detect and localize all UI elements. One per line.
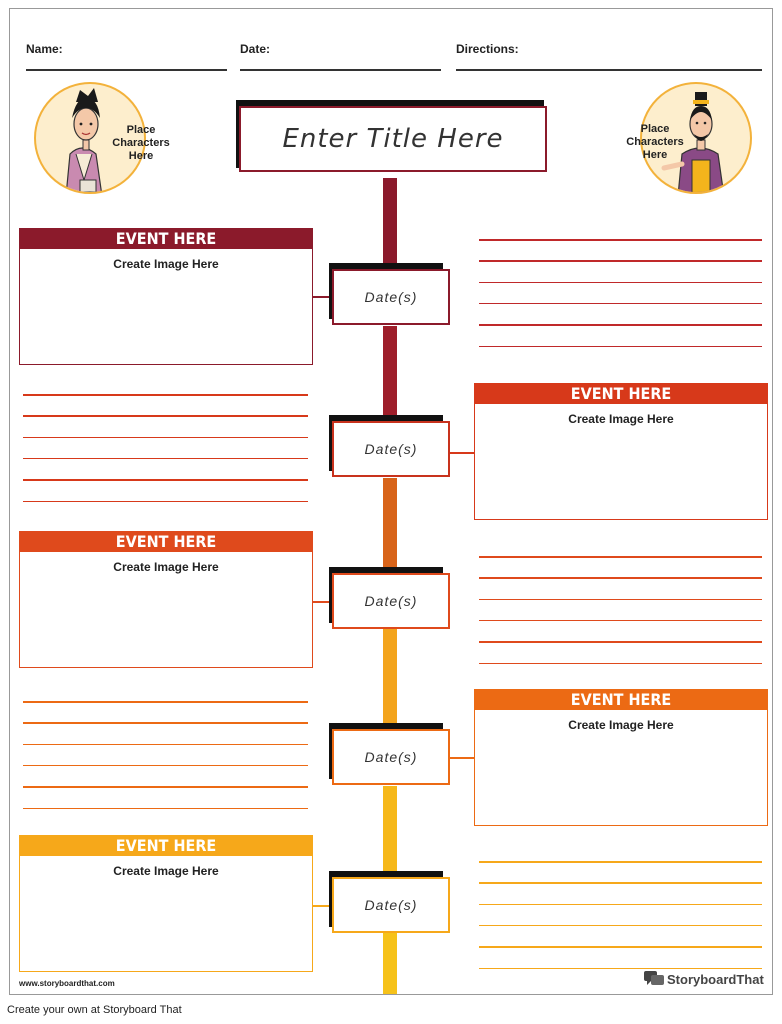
timeline-segment bbox=[383, 786, 397, 874]
event-heading: EVENT HERE bbox=[20, 532, 312, 552]
writing-line[interactable] bbox=[23, 722, 308, 724]
date-line[interactable] bbox=[240, 69, 441, 71]
title-box[interactable]: Enter Title Here bbox=[239, 106, 547, 172]
directions-label: Directions: bbox=[456, 42, 519, 56]
speech-bubble-icon bbox=[644, 971, 664, 985]
event-image-placeholder: Create Image Here bbox=[113, 257, 219, 271]
event-heading: EVENT HERE bbox=[475, 690, 767, 710]
writing-line[interactable] bbox=[23, 457, 308, 460]
event-box[interactable]: EVENT HERE Create Image Here bbox=[474, 383, 768, 520]
writing-line[interactable] bbox=[23, 764, 308, 767]
writing-line[interactable] bbox=[479, 324, 762, 326]
timeline-segment bbox=[383, 326, 397, 416]
date-box[interactable]: Date(s) bbox=[332, 421, 450, 477]
connector bbox=[450, 757, 474, 759]
writing-line[interactable] bbox=[479, 556, 762, 558]
writing-line[interactable] bbox=[23, 807, 308, 809]
credit-text: Create your own at Storyboard That bbox=[7, 1004, 182, 1016]
directions-line[interactable] bbox=[456, 69, 762, 71]
connector bbox=[313, 905, 330, 907]
timeline-segment bbox=[383, 628, 397, 726]
date-box[interactable]: Date(s) bbox=[332, 573, 450, 629]
character-circle-right[interactable] bbox=[640, 82, 752, 194]
date-label: Date: bbox=[240, 42, 271, 56]
timeline-segment bbox=[383, 478, 397, 570]
writing-line[interactable] bbox=[23, 415, 308, 417]
event-image-placeholder: Create Image Here bbox=[113, 560, 219, 574]
connector bbox=[313, 601, 330, 603]
writing-line[interactable] bbox=[479, 946, 762, 948]
writing-line[interactable] bbox=[479, 577, 762, 579]
writing-line[interactable] bbox=[479, 302, 762, 305]
writing-line[interactable] bbox=[479, 924, 762, 927]
event-box[interactable]: EVENT HERE Create Image Here bbox=[19, 228, 313, 365]
writing-line[interactable] bbox=[479, 260, 762, 262]
date-box[interactable]: Date(s) bbox=[332, 729, 450, 785]
writing-line[interactable] bbox=[479, 281, 762, 284]
writing-line[interactable] bbox=[479, 641, 762, 643]
timeline-segment bbox=[383, 932, 397, 994]
writing-line[interactable] bbox=[23, 743, 308, 746]
writing-line[interactable] bbox=[479, 861, 762, 863]
man-character-icon bbox=[661, 92, 725, 192]
name-label: Name: bbox=[26, 42, 63, 56]
date-box[interactable]: Date(s) bbox=[332, 877, 450, 933]
writing-line[interactable] bbox=[23, 394, 308, 396]
writing-line[interactable] bbox=[23, 701, 308, 703]
writing-line[interactable] bbox=[23, 500, 308, 502]
woman-character-icon bbox=[65, 88, 103, 192]
character-circle-right-text: Place Characters Here bbox=[626, 123, 684, 161]
event-box[interactable]: EVENT HERE Create Image Here bbox=[19, 531, 313, 668]
writing-line[interactable] bbox=[479, 239, 762, 241]
date-box[interactable]: Date(s) bbox=[332, 269, 450, 325]
writing-line[interactable] bbox=[479, 598, 762, 601]
timeline-segment bbox=[383, 178, 397, 268]
writing-line[interactable] bbox=[479, 882, 762, 884]
writing-line[interactable] bbox=[23, 479, 308, 481]
writing-line[interactable] bbox=[23, 786, 308, 788]
event-heading: EVENT HERE bbox=[475, 384, 767, 404]
event-box[interactable]: EVENT HERE Create Image Here bbox=[19, 835, 313, 972]
event-image-placeholder: Create Image Here bbox=[568, 718, 674, 732]
event-heading: EVENT HERE bbox=[20, 229, 312, 249]
event-image-placeholder: Create Image Here bbox=[568, 412, 674, 426]
brand-name: StoryboardThat bbox=[667, 971, 764, 987]
writing-line[interactable] bbox=[479, 967, 762, 969]
event-heading: EVENT HERE bbox=[20, 836, 312, 856]
event-box[interactable]: EVENT HERE Create Image Here bbox=[474, 689, 768, 826]
writing-line[interactable] bbox=[479, 345, 762, 347]
writing-line[interactable] bbox=[23, 436, 308, 439]
character-circle-left[interactable] bbox=[34, 82, 146, 194]
event-image-placeholder: Create Image Here bbox=[113, 864, 219, 878]
writing-line[interactable] bbox=[479, 619, 762, 622]
name-line[interactable] bbox=[26, 69, 227, 71]
storyboardthat-logo: StoryboardThat bbox=[643, 970, 764, 988]
footer-url: www.storyboardthat.com bbox=[19, 979, 115, 988]
connector bbox=[450, 452, 474, 454]
writing-line[interactable] bbox=[479, 903, 762, 906]
character-circle-left-text: Place Characters Here bbox=[112, 124, 170, 162]
writing-line[interactable] bbox=[479, 662, 762, 664]
connector bbox=[313, 296, 330, 298]
